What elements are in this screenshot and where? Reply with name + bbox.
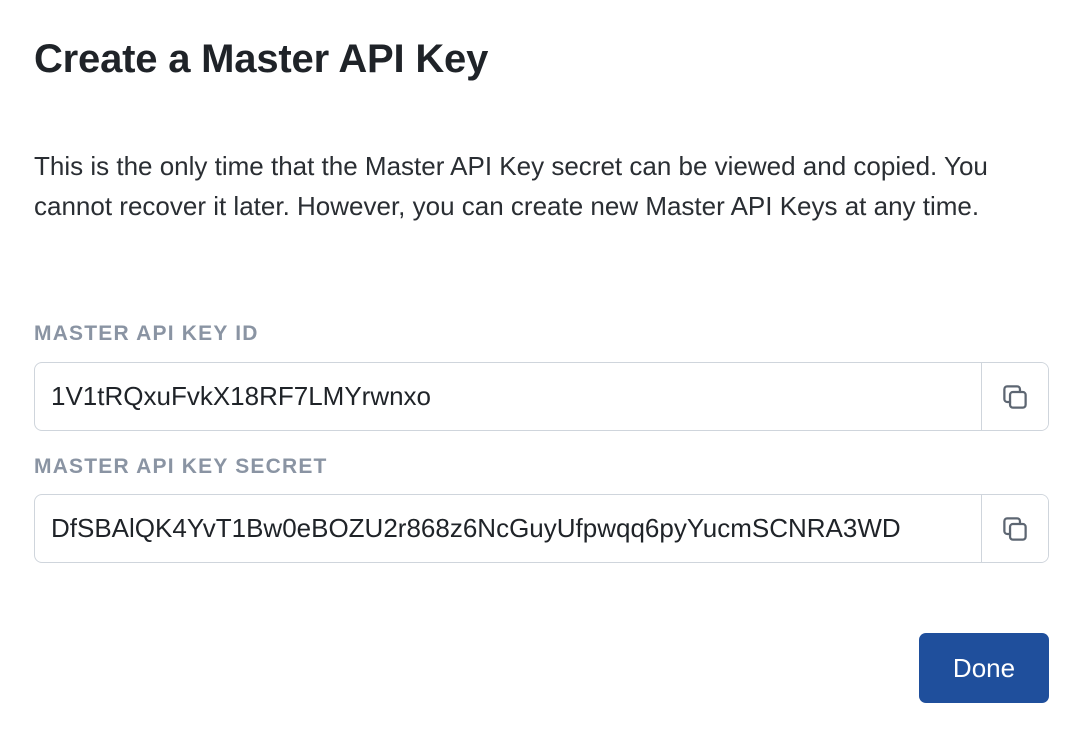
dialog-description: This is the only time that the Master AP… bbox=[34, 151, 988, 221]
copy-icon bbox=[998, 380, 1032, 414]
done-button[interactable]: Done bbox=[919, 633, 1049, 703]
copy-key-id-button[interactable] bbox=[981, 363, 1048, 430]
master-api-key-secret-input[interactable] bbox=[35, 495, 981, 562]
master-api-key-id-field bbox=[34, 362, 1049, 431]
master-api-key-secret-label: MASTER API KEY SECRET bbox=[34, 455, 328, 478]
master-api-key-id-input[interactable] bbox=[35, 363, 981, 430]
copy-key-secret-button[interactable] bbox=[981, 495, 1048, 562]
master-api-key-secret-field bbox=[34, 494, 1049, 563]
copy-icon bbox=[998, 512, 1032, 546]
master-api-key-id-label: MASTER API KEY ID bbox=[34, 322, 259, 345]
dialog-title: Create a Master API Key bbox=[34, 37, 489, 81]
